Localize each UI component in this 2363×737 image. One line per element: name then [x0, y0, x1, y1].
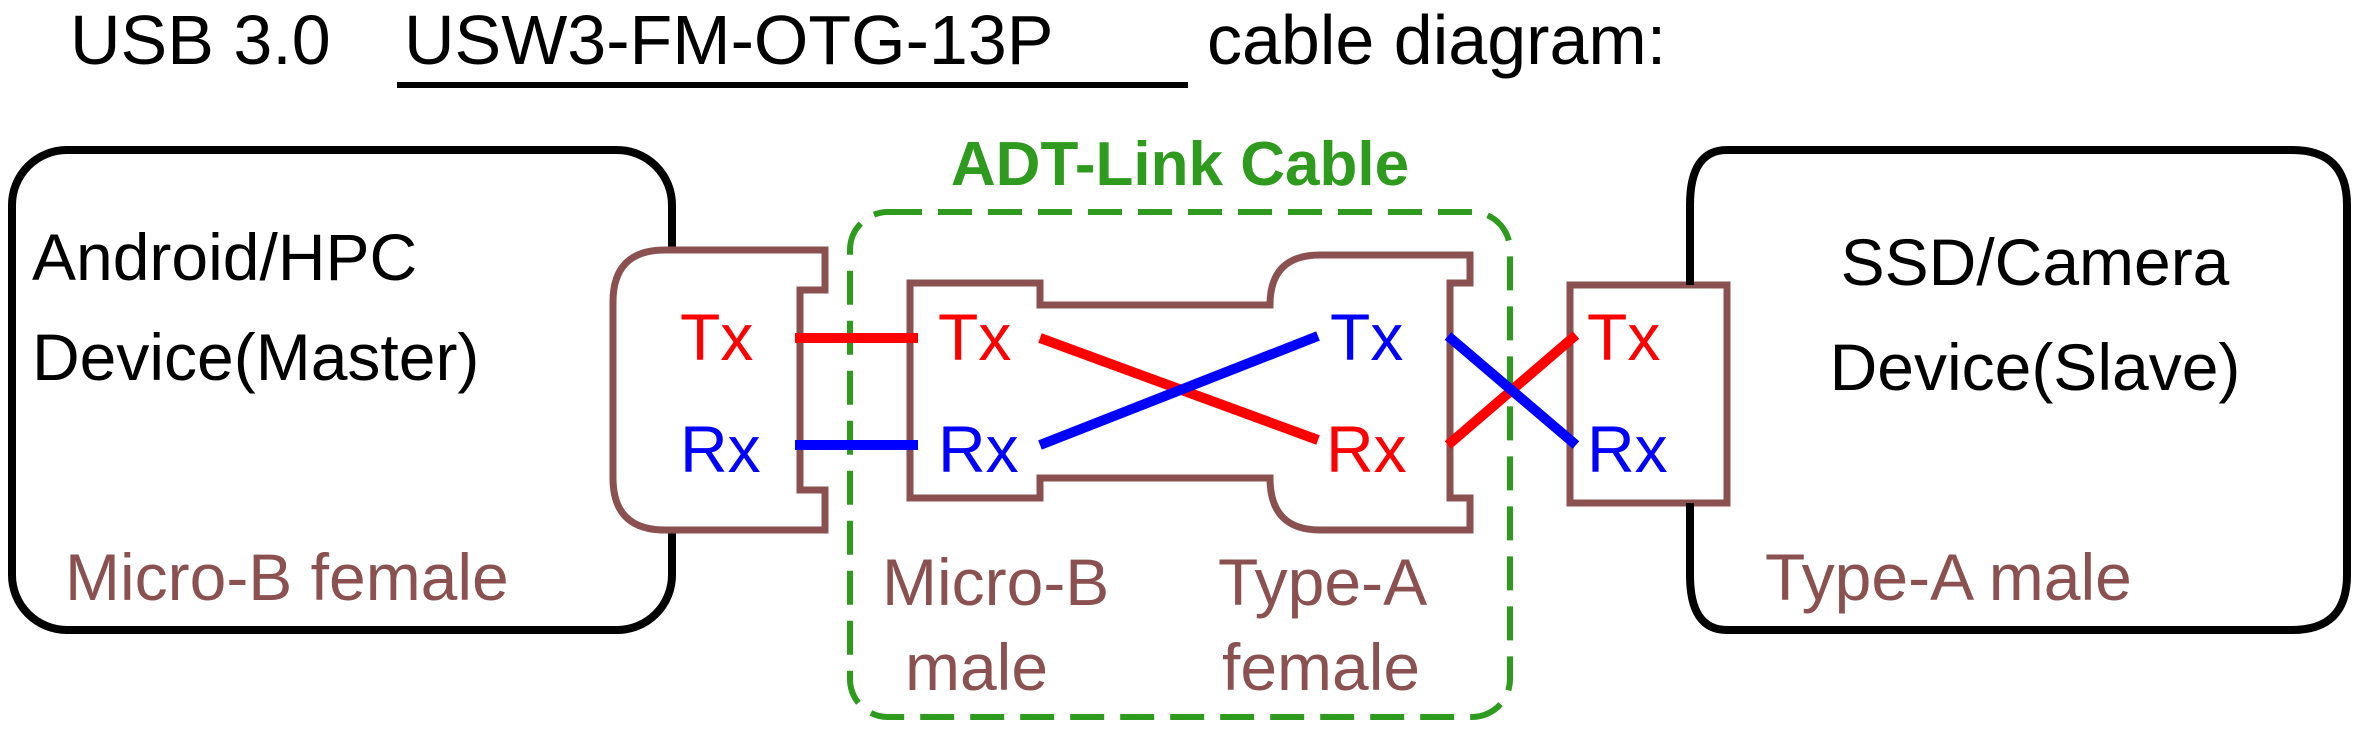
master-device: Android/HPC Device(Master) Micro-B femal…	[8, 146, 676, 634]
title-prefix: USB 3.0	[70, 1, 331, 79]
slave-device: SSD/Camera Device(Slave) Type-A male	[1686, 146, 2351, 634]
cable-title: ADT-Link Cable	[951, 130, 1409, 199]
signal-labels: Tx Rx Tx Rx Tx Rx Tx Rx	[680, 300, 1668, 486]
cable-right-tx-label: Tx	[1330, 300, 1403, 374]
master-rx-label: Rx	[680, 412, 761, 486]
slave-device-line1: SSD/Camera	[1841, 225, 2230, 299]
title-suffix: cable diagram:	[1207, 1, 1666, 79]
cable-right-connector-line1: Type-A	[1218, 545, 1427, 619]
cable-right-rx-label: Rx	[1326, 412, 1407, 486]
master-device-line1: Android/HPC	[32, 220, 417, 294]
title-model: USW3-FM-OTG-13P	[404, 1, 1053, 79]
signal-wires	[795, 331, 1580, 450]
slave-connector-label: Type-A male	[1765, 540, 2132, 614]
slave-tx-label: Tx	[1587, 300, 1660, 374]
cable-left-connector-line2: male	[905, 630, 1048, 704]
cable-left-rx-label: Rx	[938, 412, 1019, 486]
rx-wire-slave	[1444, 332, 1580, 449]
cable-dashed-box	[847, 209, 1513, 720]
title-group: USB 3.0 USW3-FM-OTG-13P cable diagram:	[70, 1, 1666, 88]
master-device-line2: Device(Master)	[32, 320, 479, 394]
master-tx-label: Tx	[680, 300, 753, 374]
slave-rx-label: Rx	[1587, 412, 1668, 486]
rx-crossover-wire	[1038, 331, 1320, 450]
micro-b-female-socket	[609, 246, 829, 534]
type-a-male-plug	[1566, 281, 1731, 507]
slave-device-box	[1686, 146, 2351, 634]
cable-left-tx-label: Tx	[938, 300, 1011, 374]
master-connector-label: Micro-B female	[65, 540, 509, 614]
cable-left-connector-line1: Micro-B	[882, 545, 1109, 619]
cable-right-connector-line2: female	[1222, 630, 1420, 704]
slave-device-line2: Device(Slave)	[1830, 330, 2241, 404]
